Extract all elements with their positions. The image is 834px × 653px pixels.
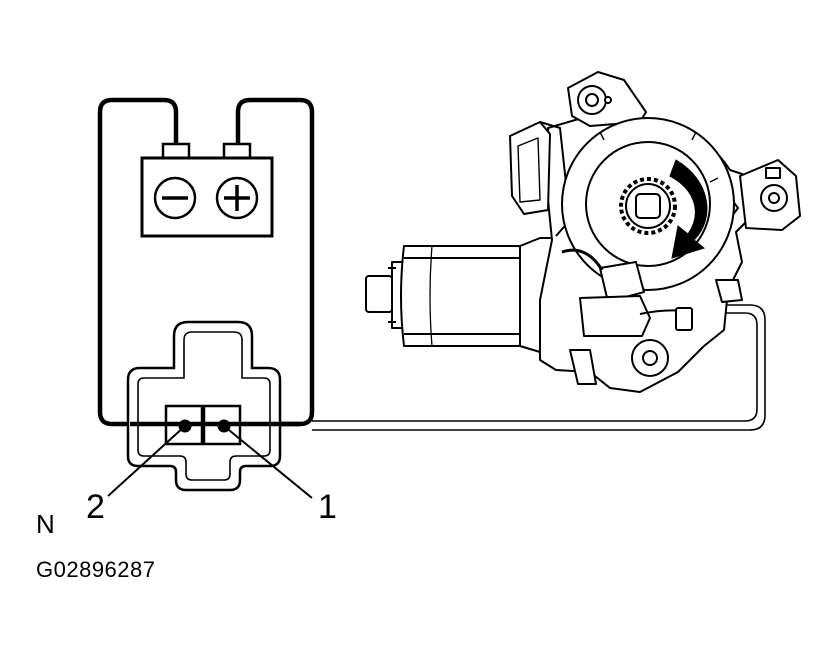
minus-icon (153, 176, 197, 220)
motor-harness (312, 312, 758, 422)
output-shaft (635, 193, 661, 219)
connector-inner-outline (137, 331, 271, 481)
pin-1-label: 1 (318, 488, 337, 526)
wire-clip (599, 261, 645, 303)
window-regulator-motor (365, 71, 801, 393)
clockwise-arrow-icon (669, 159, 708, 259)
pin-2-label: 2 (86, 488, 105, 526)
pin-1-leader (223, 425, 313, 499)
corner-letter: N (36, 509, 55, 539)
motor-shaft (365, 275, 393, 313)
figure-code: G02896287 (36, 557, 156, 582)
pin-2-leader (107, 425, 186, 497)
plus-icon (215, 176, 259, 220)
left-bracket (509, 121, 551, 215)
motor-connector (126, 320, 282, 492)
battery (140, 142, 274, 238)
